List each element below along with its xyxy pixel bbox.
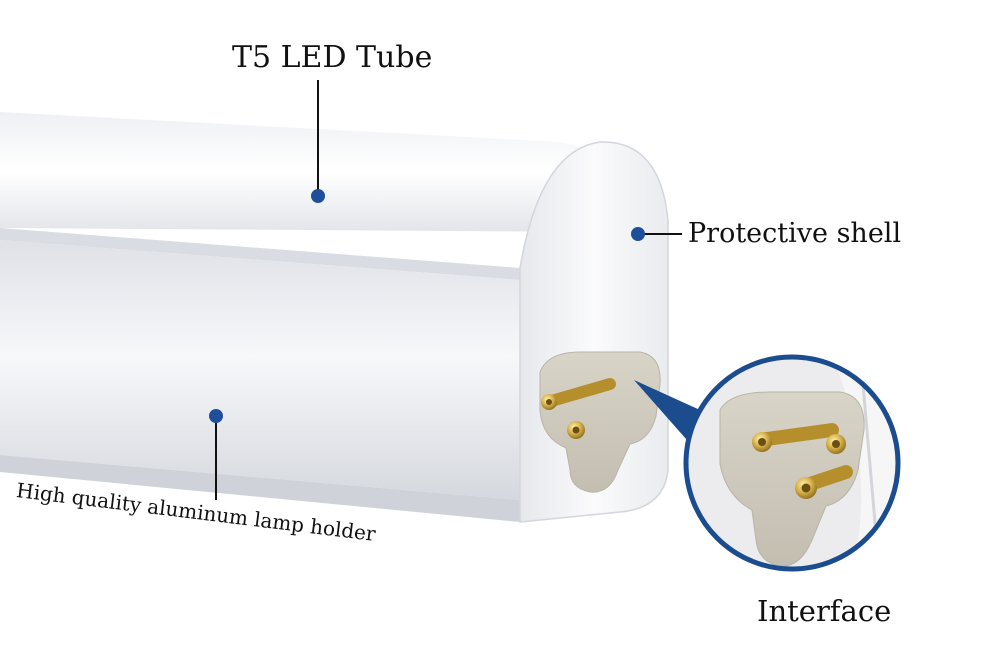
tube-lower-body (0, 240, 520, 500)
magnifier-ring (683, 354, 901, 572)
tube-groove (0, 228, 520, 280)
callout-dot-shell (631, 227, 645, 241)
label-t5-led-tube: T5 LED Tube (232, 40, 433, 75)
label-interface: Interface (757, 594, 892, 628)
label-protective-shell: Protective shell (688, 218, 902, 249)
aluminum-holder-edge (0, 455, 520, 522)
socket-interface (539, 351, 661, 493)
tube-upper-body (0, 112, 612, 232)
callout-dot-tube (311, 189, 325, 203)
socket-pins (541, 378, 616, 439)
magnifier-zoom (686, 357, 898, 569)
magnifier-pointer (634, 380, 700, 448)
callout-dot-holder (209, 409, 223, 423)
